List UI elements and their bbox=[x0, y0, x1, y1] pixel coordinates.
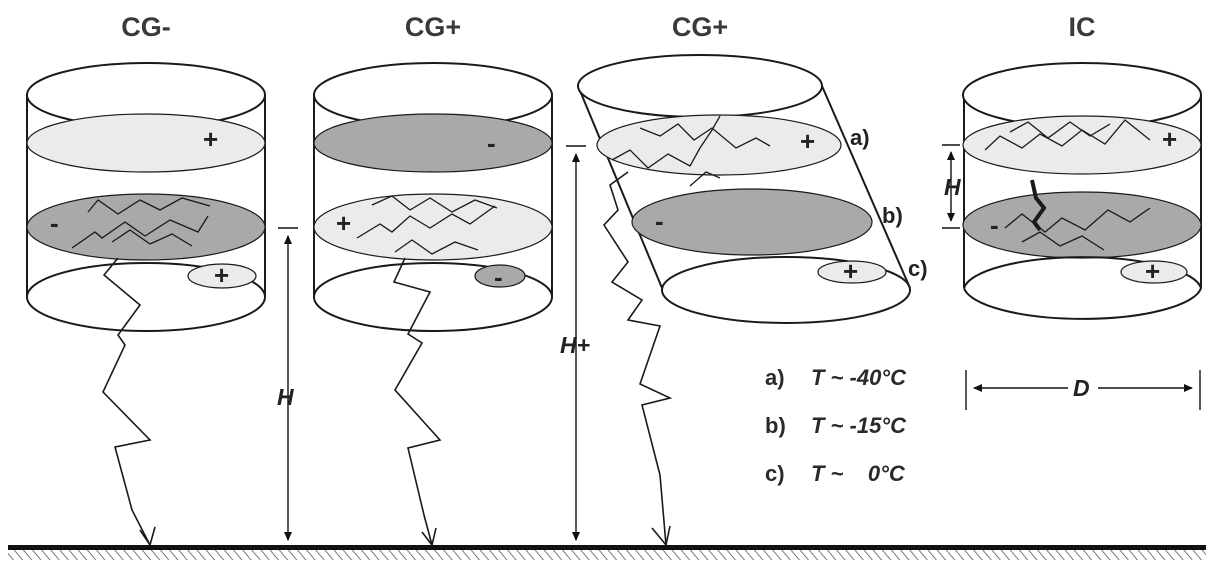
upper-charge-layer bbox=[313, 113, 553, 173]
upper-charge-layer bbox=[26, 113, 266, 173]
height-marker-h-plus bbox=[566, 145, 586, 541]
cloud-cg-plus-tilted bbox=[577, 54, 912, 547]
width-marker-d bbox=[965, 370, 1201, 410]
legend-row-b: b) T ~ -15°C bbox=[765, 413, 906, 439]
middle-charge-layer bbox=[962, 191, 1202, 259]
middle-charge-layer bbox=[26, 193, 266, 261]
charge-minus: - bbox=[487, 128, 496, 158]
level-label-b: b) bbox=[882, 203, 903, 228]
title-cg-plus: CG+ bbox=[404, 12, 462, 42]
height-marker-h bbox=[278, 227, 298, 541]
cloud-cg-plus-1 bbox=[313, 62, 554, 547]
height-label-ic: H bbox=[944, 174, 961, 200]
charge-plus: + bbox=[336, 208, 352, 238]
charge-plus: + bbox=[800, 126, 816, 156]
lower-charge-pocket bbox=[187, 263, 257, 289]
title-ic: IC bbox=[1068, 12, 1096, 42]
charge-plus: + bbox=[1162, 124, 1178, 154]
legend-key: c) bbox=[765, 461, 785, 486]
lower-charge-pocket bbox=[817, 260, 887, 284]
charge-minus: - bbox=[990, 210, 999, 240]
height-label-h: H bbox=[277, 384, 294, 410]
legend-value: T ~ -15°C bbox=[811, 413, 906, 438]
charge-plus: + bbox=[203, 124, 219, 154]
charge-minus: - bbox=[655, 206, 664, 236]
legend-key: b) bbox=[765, 413, 786, 438]
legend-row-c: c) T ~ 0°C bbox=[765, 461, 905, 487]
charge-plus: + bbox=[843, 256, 859, 286]
charge-plus: + bbox=[1145, 256, 1161, 286]
level-label-c: c) bbox=[908, 256, 928, 281]
legend-key: a) bbox=[765, 365, 785, 390]
width-label-d: D bbox=[1073, 375, 1090, 401]
middle-charge-layer bbox=[631, 188, 873, 256]
height-marker-ic bbox=[942, 144, 960, 229]
charge-minus: - bbox=[50, 208, 59, 238]
upper-charge-layer bbox=[596, 114, 842, 176]
lower-charge-pocket bbox=[474, 264, 526, 288]
legend-value: T ~ 0°C bbox=[811, 461, 905, 486]
lower-charge-pocket bbox=[1120, 260, 1188, 284]
title-cg-minus: CG- bbox=[121, 12, 171, 42]
title-cg-plus-tilted: CG+ bbox=[671, 12, 729, 42]
cloud-ic bbox=[962, 62, 1203, 320]
middle-charge-layer bbox=[313, 193, 553, 261]
charge-minus: - bbox=[494, 262, 503, 292]
height-label-h-plus: H+ bbox=[560, 332, 591, 358]
legend-value: T ~ -40°C bbox=[811, 365, 906, 390]
ground bbox=[8, 545, 1206, 560]
upper-charge-layer bbox=[962, 115, 1202, 175]
charge-plus: + bbox=[214, 260, 230, 290]
cloud-cg-minus bbox=[26, 62, 267, 547]
level-label-a: a) bbox=[850, 125, 870, 150]
legend-row-a: a) T ~ -40°C bbox=[765, 365, 906, 391]
